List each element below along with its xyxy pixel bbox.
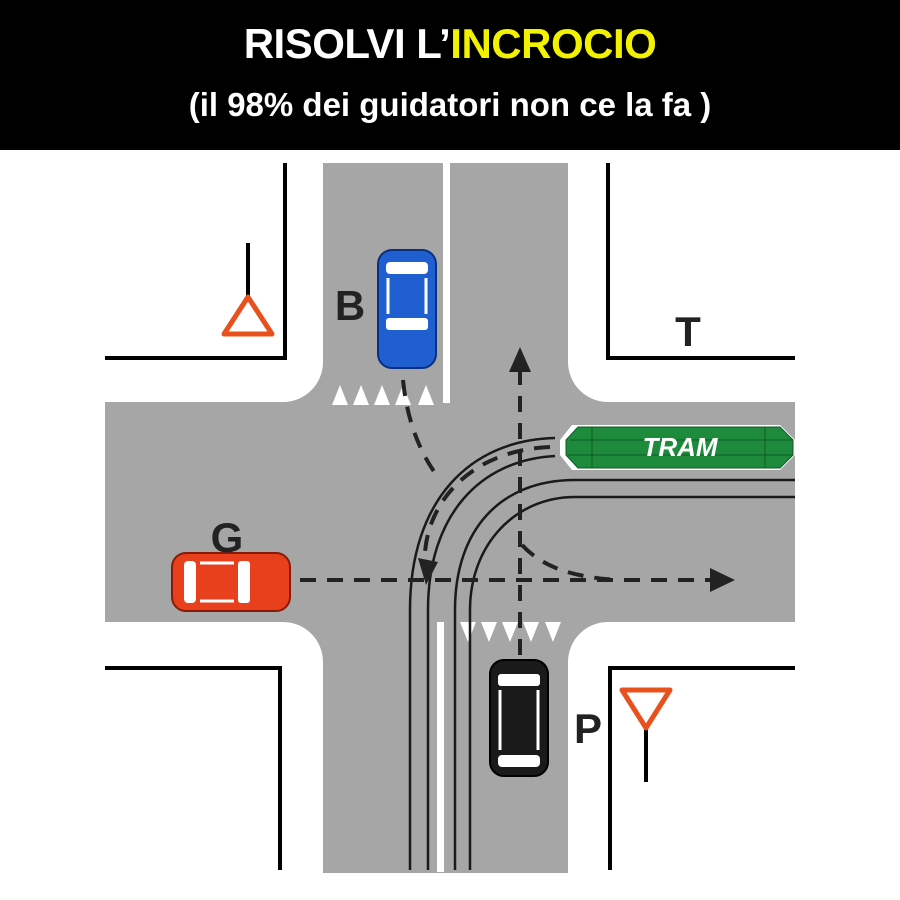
title-highlight: INCROCIO: [450, 20, 657, 67]
yield-sign-icon: [619, 687, 673, 782]
header-banner: RISOLVI L’INCROCIO (il 98% dei guidatori…: [0, 0, 900, 150]
tram: TRAM: [560, 425, 795, 470]
yield-teeth-south: [460, 622, 561, 642]
path-p-right: [520, 543, 621, 582]
subtitle: (il 98% dei guidatori non ce la fa ): [188, 86, 712, 123]
label-t: T: [675, 308, 701, 355]
arrow-southwest-icon: [418, 558, 438, 585]
center-line-south: [437, 622, 444, 872]
arrow-east-icon: [710, 568, 735, 592]
car-g: [171, 552, 291, 612]
warning-triangle-sign-icon: [221, 243, 275, 337]
label-p: P: [574, 705, 602, 752]
path-b-left: [401, 379, 442, 482]
car-b: [377, 249, 437, 369]
trajectories: [300, 370, 715, 655]
label-g: G: [211, 514, 244, 561]
label-b: B: [335, 282, 365, 329]
title-part-1: RISOLVI L’: [243, 20, 451, 67]
car-p: [489, 659, 549, 777]
tram-tracks: [408, 436, 795, 870]
sidewalk-borders: [105, 163, 795, 870]
title: RISOLVI L’INCROCIO: [0, 20, 900, 68]
path-tram: [422, 445, 551, 571]
center-line-north: [443, 163, 450, 403]
tram-label: TRAM: [642, 432, 718, 462]
arrow-north-icon: [509, 347, 531, 372]
